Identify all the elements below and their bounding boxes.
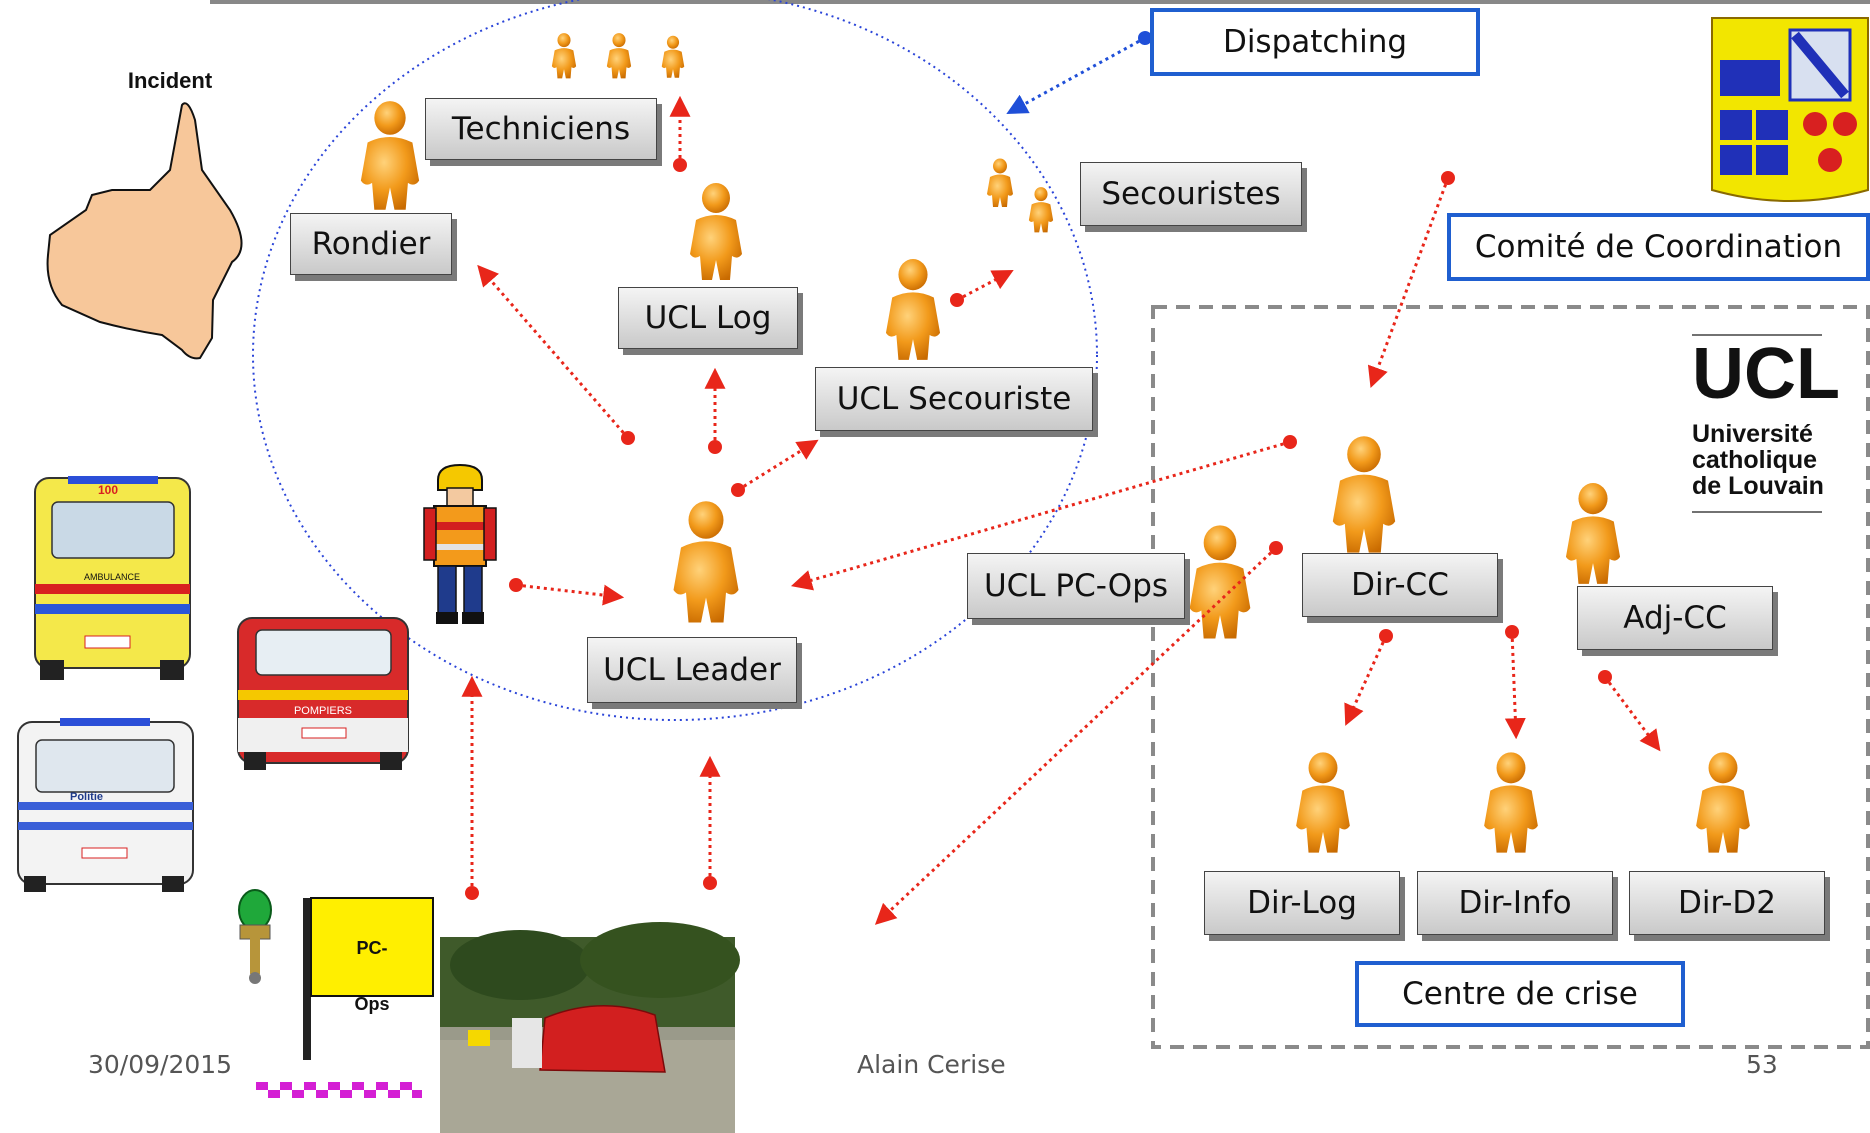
centre-crise-frame bbox=[1151, 305, 1870, 1049]
politie-text: Politie bbox=[70, 791, 103, 803]
dir-d2-label: Dir-D2 bbox=[1677, 885, 1777, 921]
police-van-image: Politie bbox=[17, 718, 194, 892]
dir-cc-label: Dir-CC bbox=[1351, 567, 1449, 603]
ucl-logo: UCL Université catholique de Louvain bbox=[1692, 334, 1840, 513]
dir-info-box: Dir-Info bbox=[1417, 871, 1613, 935]
coat-of-arms-icon bbox=[1711, 17, 1869, 202]
secouriste-person-icon bbox=[987, 158, 1013, 207]
tent-photo bbox=[440, 922, 740, 1133]
arrow-to-dir-info bbox=[1504, 631, 1526, 740]
techniciens-label: Techniciens bbox=[451, 111, 631, 147]
arrow-dispatching bbox=[1006, 36, 1146, 115]
ambulance-number: 100 bbox=[98, 483, 118, 497]
technicien-person-icon bbox=[661, 35, 685, 78]
comite-coordination-label: Comité de Coordination bbox=[1474, 229, 1843, 265]
techniciens-box: Techniciens bbox=[425, 98, 657, 160]
dispatching-dot bbox=[1138, 31, 1152, 45]
adj-cc-label: Adj-CC bbox=[1623, 600, 1727, 636]
dir-log-person-icon bbox=[1296, 752, 1350, 853]
ucl-secouriste-label: UCL Secouriste bbox=[836, 381, 1072, 417]
ambulance-image: AMBULANCE 100 bbox=[34, 476, 191, 680]
dir-info-label: Dir-Info bbox=[1458, 885, 1572, 921]
secouristes-label: Secouristes bbox=[1101, 176, 1281, 212]
ucl-log-box: UCL Log bbox=[618, 287, 798, 349]
pompiers-text: POMPIERS bbox=[294, 705, 352, 717]
centre-crise-box: Centre de crise bbox=[1355, 961, 1685, 1027]
ucl-log-label: UCL Log bbox=[644, 300, 772, 336]
dispatching-box: Dispatching bbox=[1150, 8, 1480, 76]
ambulance-text: AMBULANCE bbox=[84, 572, 140, 582]
rondier-person-icon bbox=[360, 101, 420, 210]
arrow-to-rondier bbox=[477, 264, 630, 439]
secouristes-box: Secouristes bbox=[1080, 162, 1302, 226]
ucl-logo-line3: de Louvain bbox=[1692, 472, 1824, 500]
ucl-leader-person-icon bbox=[673, 501, 739, 623]
rondier-box: Rondier bbox=[290, 213, 452, 275]
rondier-label: Rondier bbox=[311, 226, 431, 262]
arrow-to-secouristes bbox=[956, 270, 1014, 302]
ucl-secouriste-box: UCL Secouriste bbox=[815, 367, 1093, 431]
dir-d2-box: Dir-D2 bbox=[1629, 871, 1825, 935]
arrow-to-dir-log bbox=[1344, 635, 1388, 726]
pc-ops-flag-line2: Ops bbox=[354, 994, 389, 1014]
incident-shape bbox=[46, 102, 243, 360]
dir-cc-person-icon bbox=[1332, 436, 1396, 553]
ucl-leader-box: UCL Leader bbox=[587, 637, 797, 703]
arrow-to-field bbox=[874, 546, 1278, 925]
ucl-log-person-icon bbox=[690, 183, 742, 280]
ucl-logo-abbr: UCL bbox=[1692, 334, 1840, 414]
ucl-pc-ops-label: UCL PC-Ops bbox=[983, 568, 1169, 604]
adj-cc-box: Adj-CC bbox=[1577, 586, 1773, 650]
footer-page-number: 53 bbox=[1746, 1050, 1778, 1079]
ucl-secouriste-person-icon bbox=[885, 259, 941, 360]
footer-author: Alain Cerise bbox=[857, 1050, 1006, 1079]
dispatching-label: Dispatching bbox=[1222, 24, 1408, 60]
comite-coordination-box: Comité de Coordination bbox=[1447, 213, 1870, 281]
firefighter-icon bbox=[423, 463, 497, 624]
technicien-person-icon bbox=[551, 33, 577, 79]
arrow-comite-to-dircc bbox=[1367, 177, 1450, 388]
arrow-to-ucl-secouriste bbox=[737, 439, 819, 492]
incident-label: Incident bbox=[128, 68, 213, 93]
dir-info-person-icon bbox=[1484, 752, 1538, 853]
arrow-to-dir-d2 bbox=[1603, 676, 1661, 752]
footer-date: 30/09/2015 bbox=[88, 1050, 233, 1079]
ucl-team-circle bbox=[252, 0, 1098, 721]
ucl-logo-line2: catholique bbox=[1692, 446, 1817, 474]
arrow-firefighter-to-leader bbox=[515, 583, 625, 606]
dir-cc-box: Dir-CC bbox=[1302, 553, 1498, 617]
pompiers-van-image: POMPIERS bbox=[237, 617, 409, 770]
beacon-icon bbox=[238, 889, 272, 984]
ucl-logo-line1: Université bbox=[1692, 420, 1813, 448]
pc-ops-flag-line1: PC- bbox=[357, 938, 388, 958]
dir-d2-person-icon bbox=[1696, 752, 1750, 853]
pc-ops-flag: PC- Ops bbox=[256, 897, 434, 1098]
ucl-leader-label: UCL Leader bbox=[603, 652, 781, 688]
secouriste-person-icon bbox=[1028, 187, 1054, 233]
dir-log-label: Dir-Log bbox=[1247, 885, 1357, 921]
adj-cc-person-icon bbox=[1565, 483, 1621, 584]
ucl-pc-ops-box: UCL PC-Ops bbox=[967, 553, 1185, 619]
arrow-pc-ops-to-leader bbox=[790, 440, 1291, 591]
dir-log-box: Dir-Log bbox=[1204, 871, 1400, 935]
centre-crise-label: Centre de crise bbox=[1402, 976, 1638, 1012]
arrow-dots bbox=[465, 158, 1612, 900]
technicien-person-icon bbox=[606, 33, 632, 79]
red-arrows bbox=[461, 95, 1661, 925]
